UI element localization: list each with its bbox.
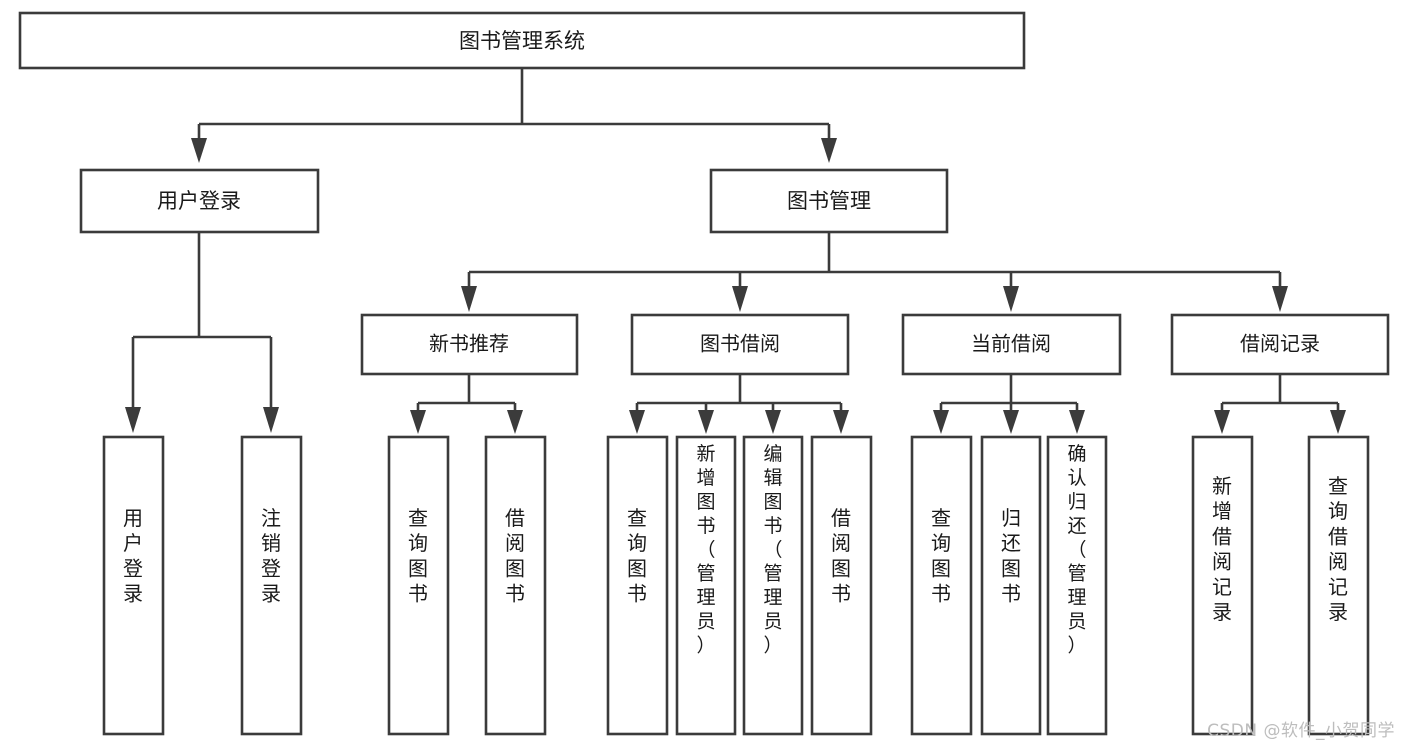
leaf-box-user-login-action — [102, 435, 165, 736]
leaf-box-bb-add-book — [675, 435, 737, 736]
leaf-node-cb-confirm-return[interactable]: 确认归还（管理员） — [1046, 435, 1108, 736]
node-user-login-label: 用户登录 — [157, 189, 241, 213]
node-borrow-record-box — [1170, 313, 1390, 376]
node-book-borrow-label: 图书借阅 — [700, 332, 780, 356]
leaf-node-bb-borrow-book[interactable]: 借阅图书 — [810, 435, 873, 736]
node-book-management-box — [709, 168, 949, 234]
leaf-node-nb-borrow-book[interactable]: 借阅图书 — [484, 435, 547, 736]
leaf-node-nb-query-book[interactable]: 查询图书 — [387, 435, 450, 736]
arrow-head-ul-1 — [125, 407, 141, 433]
leaf-box-cb-confirm-return — [1046, 435, 1108, 736]
node-book-management-label: 图书管理 — [787, 189, 871, 213]
connector-group-new-book — [410, 374, 523, 434]
arrow-head-bm-4 — [1272, 286, 1288, 312]
connector-group-book-borrow — [629, 374, 849, 434]
arrow-head-bm-1 — [461, 286, 477, 312]
leaf-node-user-login-action[interactable]: 用户登录 — [102, 435, 165, 736]
leaf-node-bb-query-book[interactable]: 查询图书 — [606, 435, 669, 736]
leaf-node-br-add-record[interactable]: 新增借阅记录 — [1191, 435, 1254, 736]
leaf-label-cb-return-book: 归还图书 — [1001, 506, 1021, 606]
leaf-node-logout[interactable]: 注销登录 — [240, 435, 303, 736]
node-user-login-box — [79, 168, 320, 234]
arrow-head-bm-2 — [732, 286, 748, 312]
node-new-book-recommend[interactable]: 新书推荐 — [360, 313, 579, 376]
leaf-label-br-add-record: 新增借阅记录 — [1212, 474, 1232, 624]
arrow-head-cb-2 — [1003, 410, 1019, 434]
arrow-head-bm-3 — [1003, 286, 1019, 312]
arrow-head-bb-1 — [629, 410, 645, 434]
leaf-node-bb-edit-book[interactable]: 编辑图书（管理员） — [742, 435, 804, 736]
leaf-box-bb-borrow-book — [810, 435, 873, 736]
leaf-box-br-add-record — [1191, 435, 1254, 736]
leaf-label-bb-borrow-book: 借阅图书 — [831, 506, 851, 606]
leaf-label-nb-query-book: 查询图书 — [408, 506, 428, 606]
arrow-head-root-1 — [191, 138, 207, 163]
leaf-box-cb-return-book — [980, 435, 1042, 736]
node-borrow-record[interactable]: 借阅记录 — [1170, 313, 1390, 376]
leaf-node-bb-add-book[interactable]: 新增图书（管理员） — [675, 435, 737, 736]
arrow-head-ul-2 — [263, 407, 279, 433]
node-new-book-recommend-label: 新书推荐 — [429, 332, 509, 356]
node-current-borrow-box — [901, 313, 1122, 376]
leaf-box-bb-edit-book — [742, 435, 804, 736]
node-user-login[interactable]: 用户登录 — [79, 168, 320, 234]
leaf-label-logout: 注销登录 — [261, 506, 281, 606]
arrow-head-bb-4 — [833, 410, 849, 434]
leaf-box-logout — [240, 435, 303, 736]
leaf-label-cb-query-book: 查询图书 — [931, 506, 951, 606]
leaf-box-cb-query-book — [910, 435, 973, 736]
leaf-node-cb-query-book[interactable]: 查询图书 — [910, 435, 973, 736]
leaf-box-bb-query-book — [606, 435, 669, 736]
arrow-head-br-1 — [1214, 410, 1230, 434]
leaf-label-user-login-action: 用户登录 — [123, 506, 143, 606]
node-book-borrow-box — [630, 313, 850, 376]
arrow-head-root-2 — [821, 138, 837, 163]
leaf-node-cb-return-book[interactable]: 归还图书 — [980, 435, 1042, 736]
connector-group-book-manage — [461, 232, 1288, 312]
node-root-system[interactable]: 图书管理系统 — [18, 11, 1026, 70]
leaf-box-nb-query-book — [387, 435, 450, 736]
arrow-head-nb-1 — [410, 410, 426, 434]
arrow-head-nb-2 — [507, 410, 523, 434]
node-book-borrow[interactable]: 图书借阅 — [630, 313, 850, 376]
node-book-management[interactable]: 图书管理 — [709, 168, 949, 234]
node-borrow-record-label: 借阅记录 — [1240, 332, 1320, 356]
leaf-node-br-query-record[interactable]: 查询借阅记录 — [1307, 435, 1370, 736]
leaf-box-nb-borrow-book — [484, 435, 547, 736]
node-root-box — [18, 11, 1026, 70]
node-new-book-recommend-box — [360, 313, 579, 376]
node-current-borrow[interactable]: 当前借阅 — [901, 313, 1122, 376]
arrow-head-cb-1 — [933, 410, 949, 434]
connector-group-borrow-record — [1214, 374, 1346, 434]
arrow-head-cb-3 — [1069, 410, 1085, 434]
leaf-label-bb-edit-book: 编辑图书（管理员） — [763, 443, 782, 657]
leaf-box-br-query-record — [1307, 435, 1370, 736]
connector-group-root — [191, 68, 837, 163]
arrow-head-br-2 — [1330, 410, 1346, 434]
connector-group-current-borrow — [933, 374, 1085, 434]
leaf-label-nb-borrow-book: 借阅图书 — [505, 506, 525, 606]
leaf-label-bb-add-book: 新增图书（管理员） — [696, 443, 715, 657]
node-current-borrow-label: 当前借阅 — [971, 332, 1051, 356]
arrow-head-bb-3 — [765, 410, 781, 434]
leaf-label-bb-query-book: 查询图书 — [627, 506, 647, 606]
arrow-head-bb-2 — [698, 410, 714, 434]
connector-group-user-login — [125, 232, 279, 433]
leaf-label-br-query-record: 查询借阅记录 — [1328, 474, 1348, 624]
node-root-label: 图书管理系统 — [459, 29, 585, 53]
leaf-label-cb-confirm-return: 确认归还（管理员） — [1067, 443, 1086, 657]
